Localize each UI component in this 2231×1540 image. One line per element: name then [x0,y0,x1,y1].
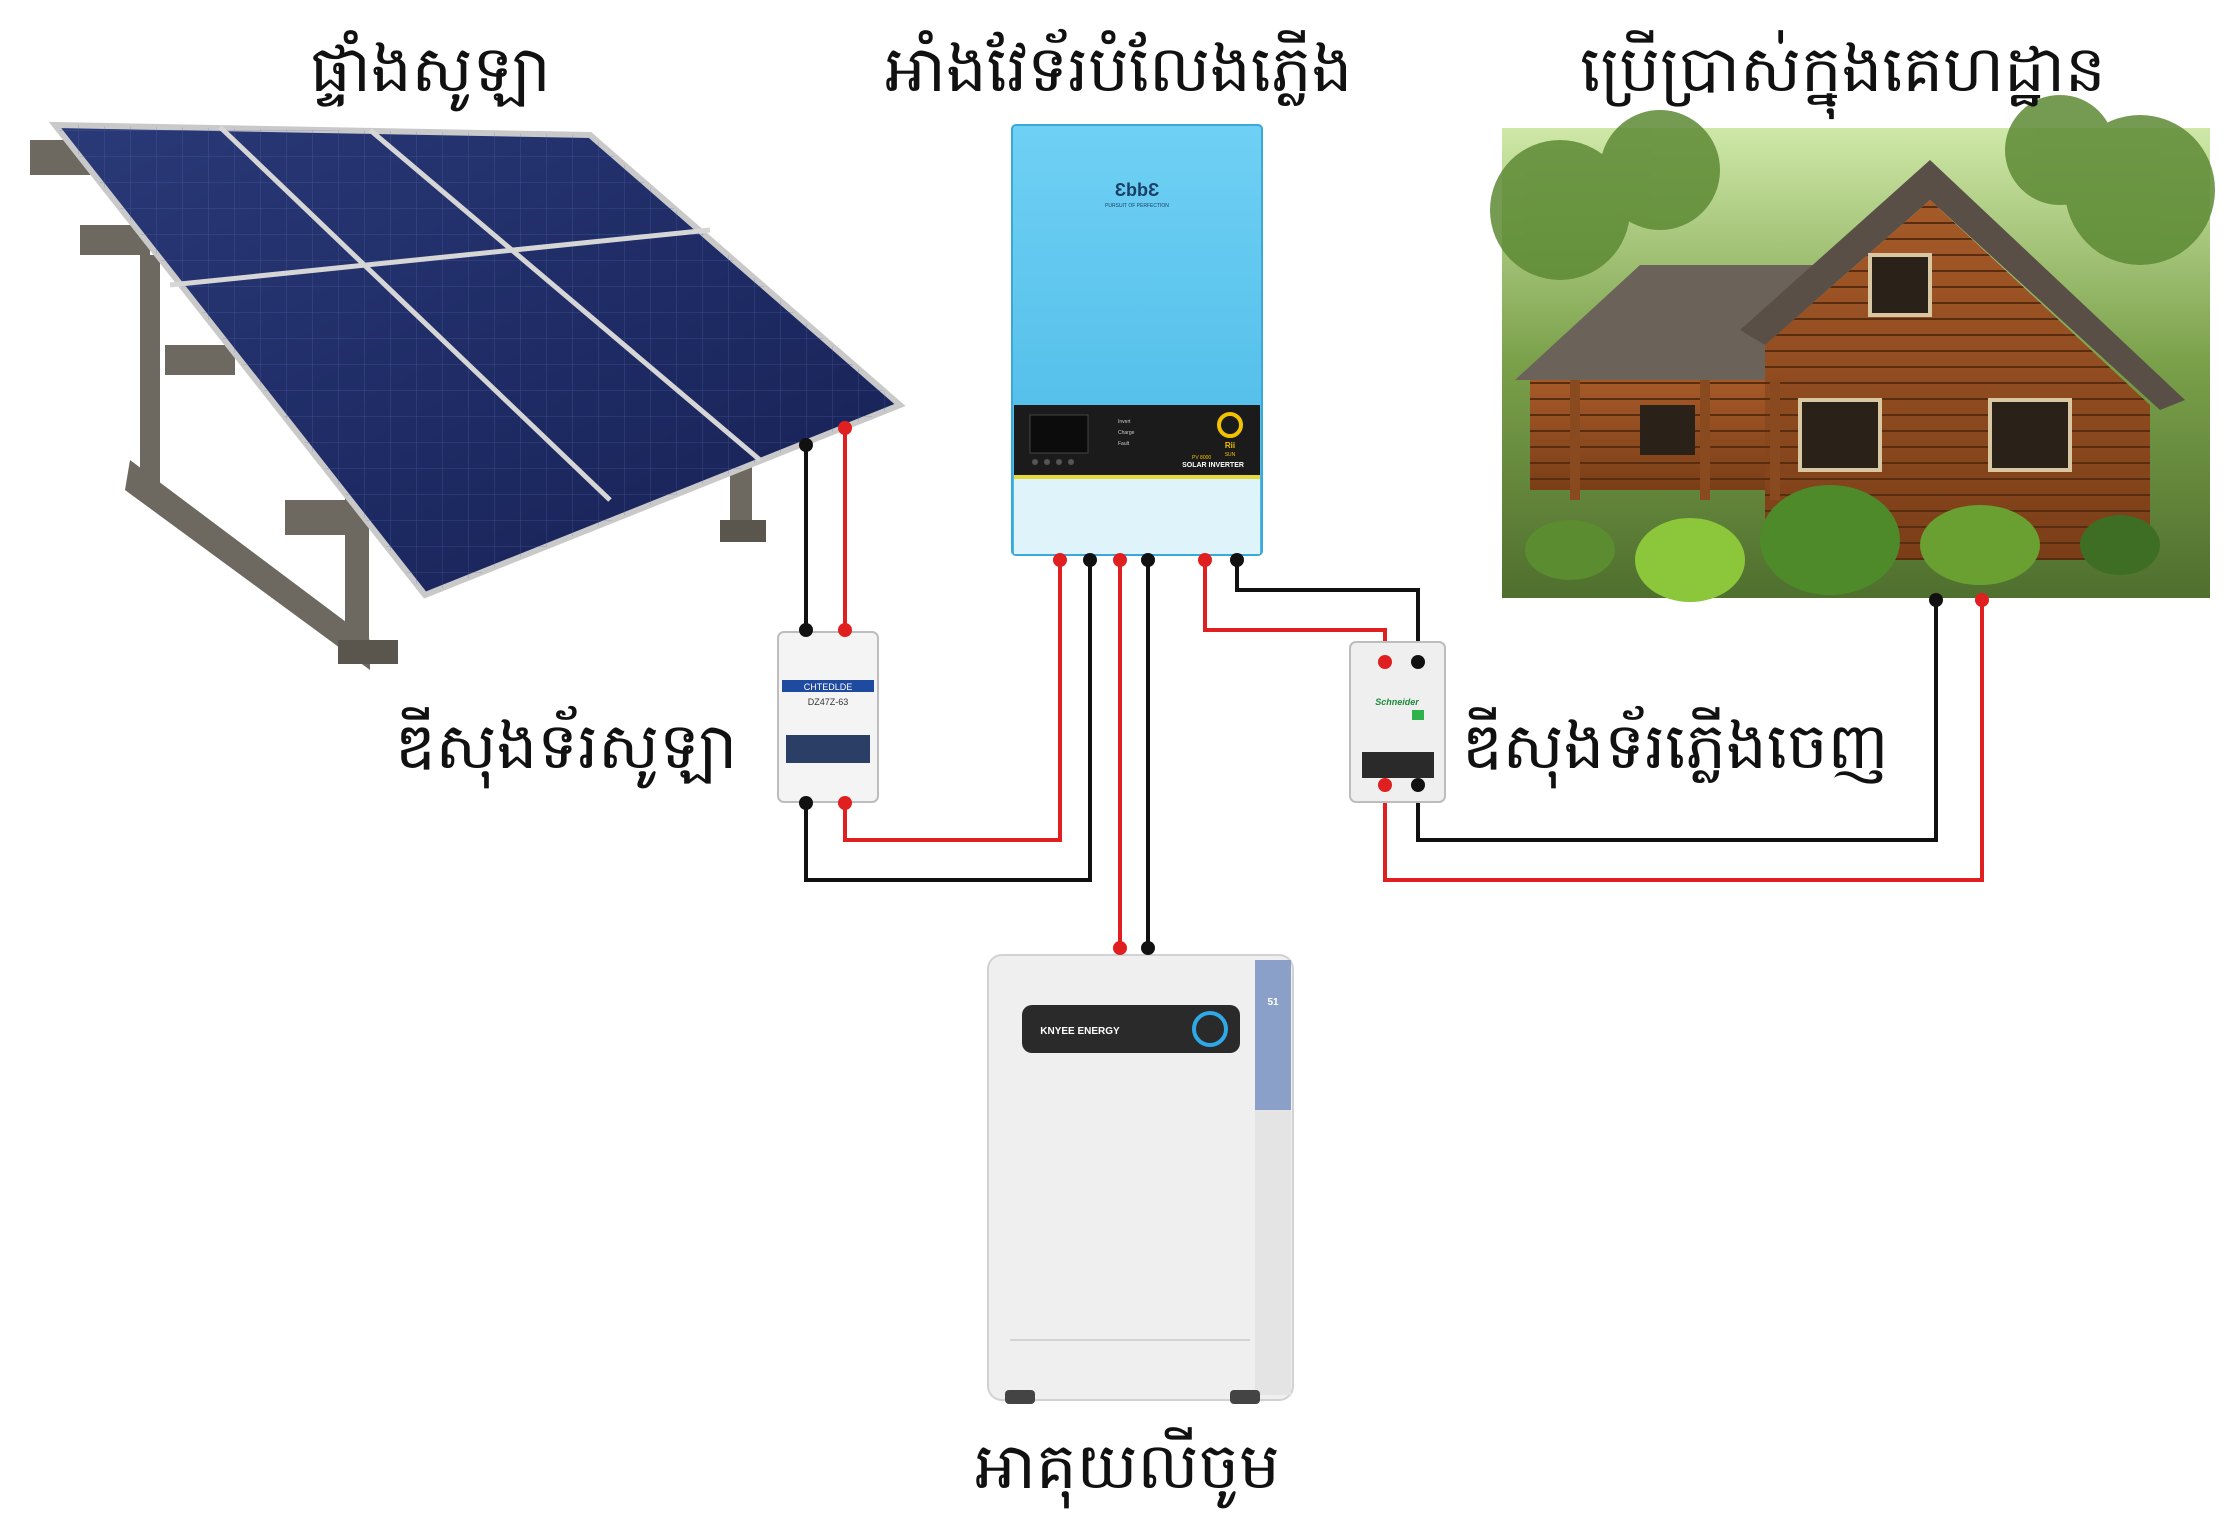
lithium-battery: 51 KNYEE ENERGY [987,941,1294,1404]
wire-pv-negative-to-inverter [804,560,1092,882]
wire-house-live [1383,600,1984,882]
inverter-brand-mark: ƐbbƐ [1115,180,1160,200]
porch-posts [1570,380,1780,500]
battery-brand: KNYEE ENERGY [1040,1026,1120,1037]
inverter-logo-ring [1217,412,1243,438]
house-porch-window [1640,405,1695,455]
inverter-logo-top: Rii [1225,441,1235,450]
label-output-breaker: ឌីសុងទ័រភ្លើងចេញ [1462,710,1889,784]
wire-ac-out-neutral [1235,560,1420,662]
solar-breaker-terminal-bottom-pos [838,796,852,810]
battery-side-mark: 51 [1267,997,1279,1008]
house-roof-left [1515,265,1830,380]
panel-frame-dividers [169,125,762,502]
solar-breaker-toggle[interactable] [786,735,870,763]
inverter-pv-positive-terminal [1053,553,1067,567]
battery-negative-terminal [1141,941,1155,955]
solar-breaker-terminal-bottom-neg [799,796,813,810]
solar-breaker-terminal-top-pos [838,623,852,637]
output-breaker-toggle[interactable] [1362,752,1434,778]
inverter-pv-negative-terminal [1083,553,1097,567]
house-window-left [1798,398,1882,472]
output-breaker[interactable]: Schneider [1349,641,1446,803]
inverter-buttons[interactable] [1032,459,1074,465]
inverter-indicator-charge: Charge [1118,430,1135,436]
label-home-use: ប្រើប្រាស់ក្នុងគេហដ្ឋាន [1580,33,2106,107]
house-image [1490,95,2215,607]
inverter-indicator-invert: Invert [1118,419,1131,425]
battery-side-accent [1255,960,1291,1110]
inverter-ac-live-terminal [1198,553,1212,567]
inverter-logo-bottom: SUN [1225,452,1236,458]
house-window-right [1988,398,2072,472]
wiring [804,428,1984,948]
inverter-model-tag: PV 8000 [1192,455,1211,461]
house-live-terminal [1975,593,1989,607]
label-solar-panel: ផ្ទាំងសូឡា [310,33,551,107]
solar-panel-array [30,121,906,670]
inverter-battery-positive-terminal [1113,553,1127,567]
inverter-ac-neutral-terminal [1230,553,1244,567]
output-breaker-terminal-top-neutral [1411,655,1425,669]
output-breaker-brand: Schneider [1375,697,1419,707]
house-neutral-terminal [1929,593,1943,607]
shrubs [1525,485,2160,602]
wire-house-neutral [1416,600,1938,842]
battery-wheels [1005,1390,1260,1404]
trees [1490,95,2215,280]
inverter-tagline: PURSUIT OF PERFECTION [1105,203,1169,209]
inverter-lcd [1029,414,1089,454]
label-battery: អាគុយលីចូម [975,1430,1280,1504]
inverter: ƐbbƐ PURSUIT OF PERFECTION Invert Charge… [1011,124,1263,567]
output-breaker-terminal-bottom-live [1378,778,1392,792]
output-breaker-terminal-top-live [1378,655,1392,669]
battery-positive-terminal [1113,941,1127,955]
inverter-product-name: SOLAR INVERTER [1182,462,1244,469]
solar-breaker[interactable]: CHTEDLDE DZ47Z-63 [777,623,879,810]
inverter-battery-negative-terminal [1141,553,1155,567]
solar-breaker-brand: CHTEDLDE [804,682,853,692]
label-solar-breaker: ឌីសុងទ័រសូឡា [395,710,738,784]
house-window-upper [1868,253,1932,317]
battery-status-ring[interactable] [1192,1011,1228,1047]
house-roof-main [1740,160,2185,410]
label-inverter: អាំងវែទ័របំលែងភ្លើង [885,33,1353,107]
battery-display-band [1022,1005,1240,1053]
solar-breaker-model: DZ47Z-63 [808,697,849,707]
wire-pv-positive-to-inverter [843,560,1062,842]
solar-breaker-terminal-top-neg [799,623,813,637]
inverter-indicator-fault: Fault [1118,441,1130,447]
output-breaker-terminal-bottom-neutral [1411,778,1425,792]
